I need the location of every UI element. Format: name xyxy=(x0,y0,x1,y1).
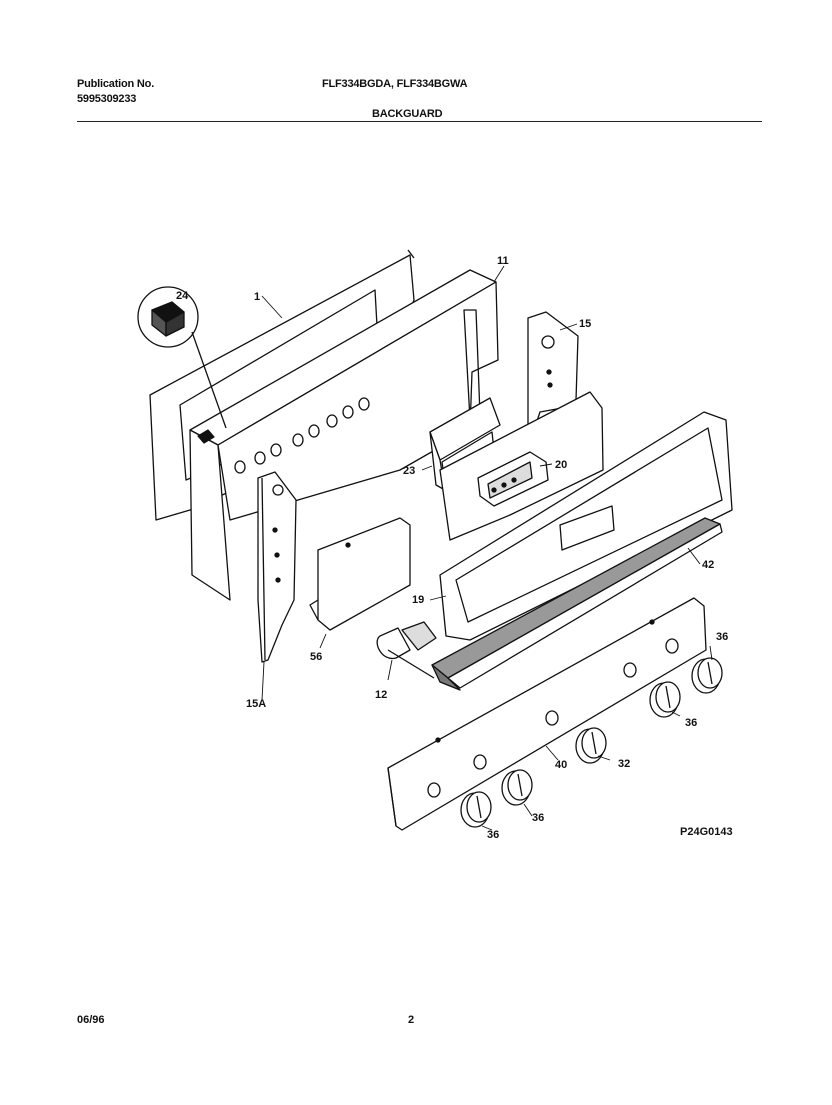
section-title: BACKGUARD xyxy=(372,108,443,120)
callout-1: 1 xyxy=(254,291,260,303)
part-backguard-frame xyxy=(189,269,499,601)
callout-36-b: 36 xyxy=(685,717,697,729)
callout-23: 23 xyxy=(403,465,415,477)
publication-label: Publication No. xyxy=(77,78,155,90)
callout-19: 19 xyxy=(412,594,424,606)
callout-36-d: 36 xyxy=(487,829,499,841)
knob-3 xyxy=(575,727,607,764)
part-trim-strip xyxy=(431,517,723,691)
callout-32: 32 xyxy=(618,758,630,770)
knob-5 xyxy=(691,657,723,694)
knob-4 xyxy=(649,681,681,718)
callout-56: 56 xyxy=(310,651,322,663)
part-lower-bracket xyxy=(309,517,411,631)
model-numbers: FLF334BGDA, FLF334BGWA xyxy=(322,78,468,90)
callout-40: 40 xyxy=(555,759,567,771)
callout-15: 15 xyxy=(579,318,591,330)
header-rule xyxy=(77,121,762,122)
knob-1 xyxy=(460,791,492,828)
callout-20: 20 xyxy=(555,459,567,471)
publication-number: 5995309233 xyxy=(77,93,137,105)
callout-42: 42 xyxy=(702,559,714,571)
part-front-trim xyxy=(439,411,733,641)
callout-36-c: 36 xyxy=(532,812,544,824)
page-number: 2 xyxy=(408,1014,415,1026)
callout-11: 11 xyxy=(497,255,509,267)
callout-36-a: 36 xyxy=(716,631,728,643)
part-igniter-switch xyxy=(376,621,437,679)
footer-date: 06/96 xyxy=(77,1014,105,1026)
part-switch-detail xyxy=(137,286,227,429)
part-manifold-panel xyxy=(387,597,707,831)
leader-lines xyxy=(261,265,713,831)
knob-2 xyxy=(501,769,533,806)
part-clock xyxy=(477,451,549,507)
callout-15a: 15A xyxy=(246,698,266,710)
part-knobs xyxy=(460,657,723,828)
callout-12: 12 xyxy=(375,689,387,701)
callout-24: 24 xyxy=(176,290,189,302)
part-left-bracket xyxy=(257,471,297,663)
callout-labels: 1 11 24 15 23 20 42 19 56 12 15A 36 36 3… xyxy=(176,255,733,841)
drawing-code: P24G0143 xyxy=(680,826,733,838)
